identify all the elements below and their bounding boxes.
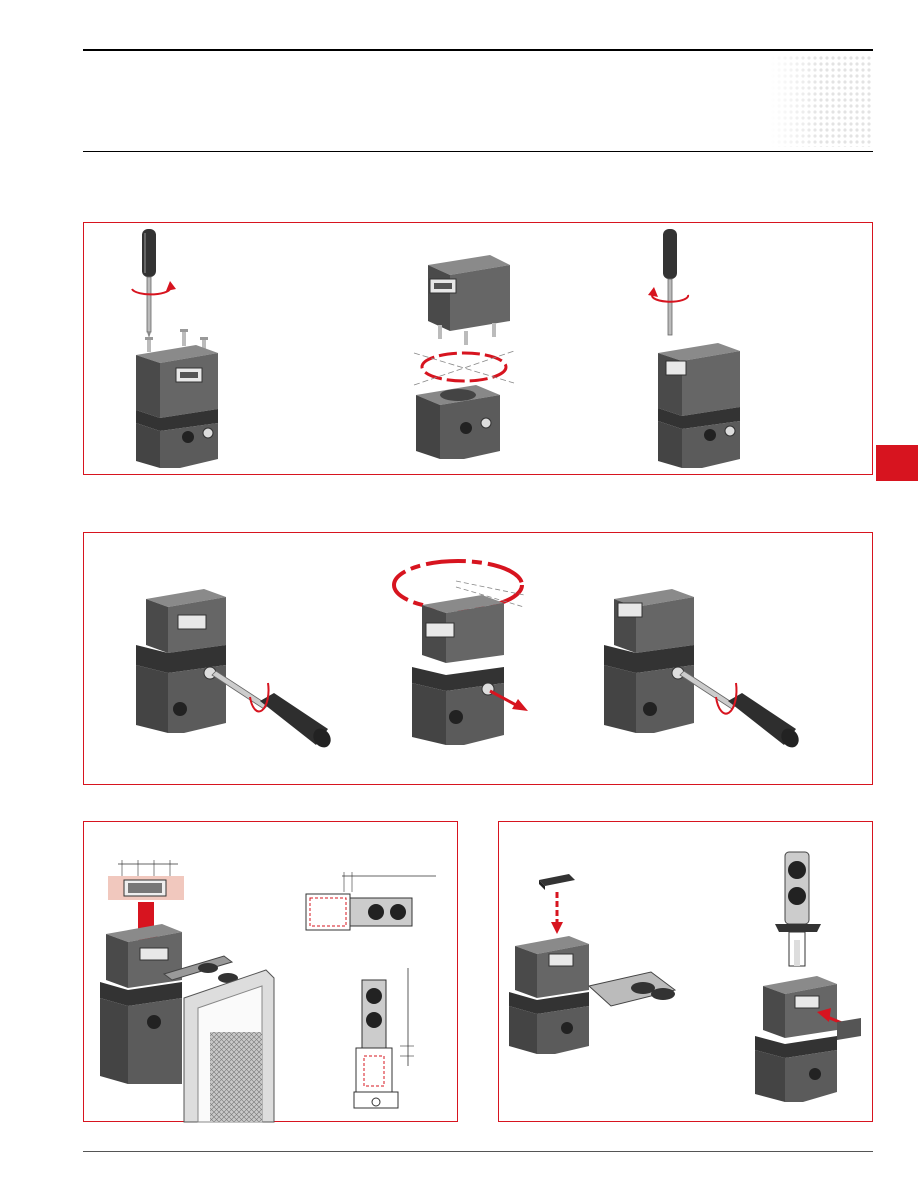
panel-actuator-mounting [83,821,458,1123]
arrow-in-icon [817,1008,831,1022]
safety-switch-device-icon [755,976,837,1102]
mounting-hole-icon [368,904,384,920]
safety-switch-device-icon [136,345,218,468]
rotation-arrow-icon [715,682,738,715]
section-tab-marker [876,445,918,481]
guard-door-icon [183,969,275,1123]
actuator-key-icon [587,971,677,1007]
step-2-rotate-head [392,559,528,745]
side-view-dimension-drawing [353,968,414,1109]
mounting-hole-icon [390,904,406,920]
screwdriver-horizontal-icon [211,670,331,748]
panel-head-replacement [83,222,873,475]
switch-head-icon [428,255,510,345]
step-1-unscrew-head [131,229,218,468]
step-2-remove-head [413,255,515,459]
mounting-hole-icon [788,861,806,879]
rotation-arrow-icon [249,682,270,713]
step-3-retighten-screw [604,589,799,748]
switch-base-icon [416,385,500,459]
safety-switch-device-icon [412,595,504,745]
footer-rule [83,1151,873,1152]
arrow-out-icon [512,699,528,711]
mounting-hole-icon [788,887,806,905]
panel-head-rotation [83,532,873,785]
actuator-key-vertical-icon [775,851,821,967]
slot-cover-icon [837,1018,861,1040]
header-top-rule [83,49,873,51]
slot-cover-icon [539,874,575,886]
screw-icon [145,329,208,352]
rotation-circle-icon [420,351,508,383]
safety-switch-device-icon [604,589,694,733]
mounting-hole-icon [366,1012,382,1028]
actuator-key-icon [162,955,238,983]
safety-switch-device-icon [136,589,226,733]
mounting-hole-icon [366,988,382,1004]
header-bottom-rule [83,151,873,152]
dot-pattern-decoration [770,55,873,147]
screwdriver-vertical-icon [663,229,677,336]
safety-switch-device-icon [100,924,182,1084]
safety-switch-device-icon [509,936,589,1054]
screwdriver-vertical-icon [142,229,156,338]
step-1-loosen-screw [136,589,331,748]
arrow-down-icon [551,922,563,934]
panel-cover-and-actuator [498,821,873,1122]
step-1-fit-cover [509,874,677,1054]
step-3-tighten-head [648,229,740,468]
screwdriver-horizontal-icon [679,670,799,748]
step-2-insert-actuator [755,851,861,1102]
top-view-dimension-drawing [305,872,436,931]
safety-switch-device-icon [658,343,740,468]
